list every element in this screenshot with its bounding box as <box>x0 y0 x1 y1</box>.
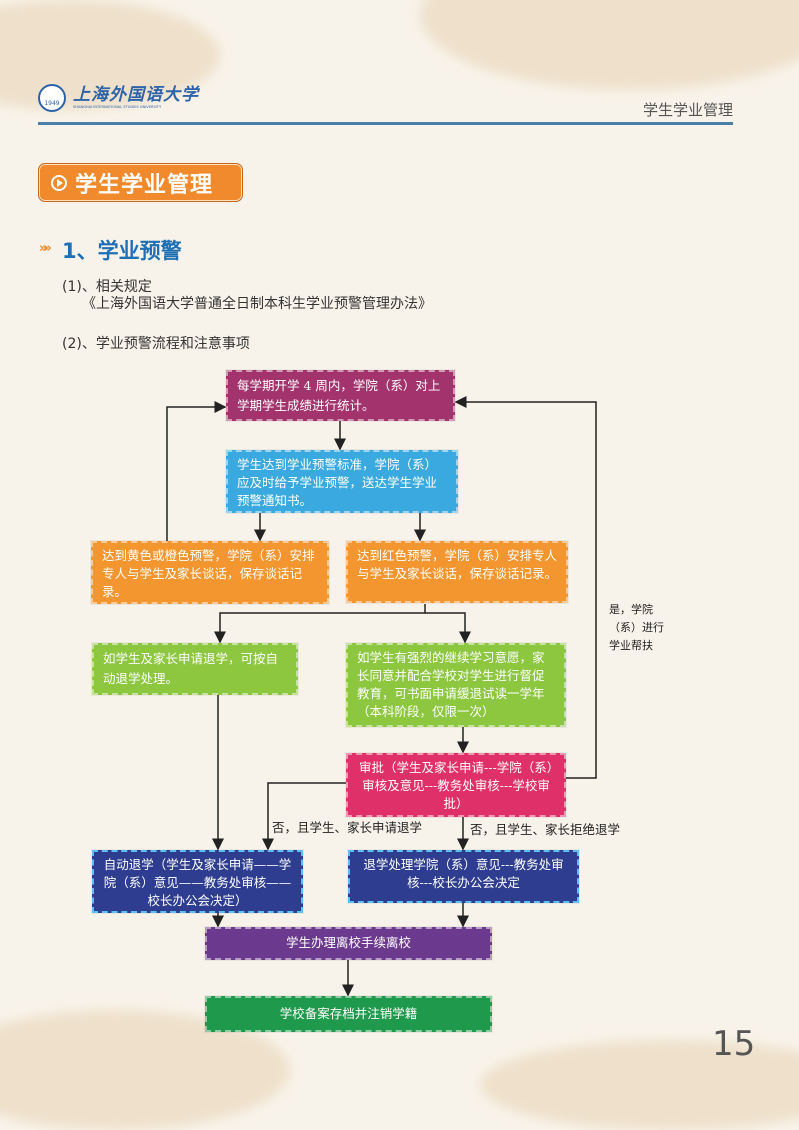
item-related-rules: (1)、相关规定 <box>62 279 152 295</box>
flow-step-archive: 学校备案存档并注销学籍 <box>204 995 493 1033</box>
play-circle-icon <box>51 174 67 191</box>
logo-subtext: SHANGHAI INTERNATIONAL STUDIES UNIVERSIT… <box>73 105 162 109</box>
flow-step-apply-withdrawal: 如学生及家长申请退学，可按自动退学处理。 <box>91 642 299 696</box>
flow-step-approval: 审批（学生及家长申请---学院（系）审核及意见---教务处审核---学校审批） <box>345 752 567 818</box>
section-heading: 1、学业预警 <box>62 239 182 263</box>
flow-step-semester-statistics: 每学期开学 4 周内，学院（系）对上学期学生成绩进行统计。 <box>225 369 456 422</box>
header-divider <box>38 122 733 125</box>
flow-step-issue-warning: 学生达到学业预警标准，学院（系）应及时给予学业预警，送达学生学业预警通知书。 <box>225 449 459 514</box>
flow-connectors <box>166 396 597 997</box>
regulation-document: 《上海外国语大学普通全日制本科生学业预警管理办法》 <box>82 296 432 312</box>
logo-text: 上海外国语大学 <box>73 85 199 105</box>
label-no-apply: 否，且学生、家长申请退学 <box>272 820 423 835</box>
flow-step-red-warning: 达到红色预警，学院（系）安排专人与学生及家长谈话，保存谈话记录。 <box>345 540 569 604</box>
flow-step-auto-withdrawal: 自动退学（学生及家长申请——学院（系）意见——教务处审核——校长办公会决定） <box>91 849 304 914</box>
label-yes-support: 是，学院（系）进行学业帮扶 <box>609 603 664 652</box>
flow-step-leave-school: 学生办理离校手续离校 <box>204 926 493 961</box>
title-pill-label: 学生学业管理 <box>75 172 214 198</box>
flow-step-probation-request: 如学生有强烈的继续学习意愿，家长同意并配合学校对学生进行督促教育，可书面申请缓退… <box>345 642 567 728</box>
item-flow-heading: (2)、学业预警流程和注意事项 <box>62 336 250 352</box>
seal-icon: 1949 <box>38 84 66 112</box>
logo: 1949 上海外国语大学 SHANGHAI INTERNATIONAL STUD… <box>38 84 199 112</box>
flow-step-yellow-orange-warning: 达到黄色或橙色预警，学院（系）安排专人与学生及家长谈话，保存谈话记录。 <box>90 540 330 605</box>
title-pill: 学生学业管理 <box>38 163 243 202</box>
header-section-title: 学生学业管理 <box>642 101 733 119</box>
flow-step-withdrawal-processing: 退学处理学院（系）意见---教务处审核---校长办公会决定 <box>347 849 580 904</box>
page-number: 15 <box>712 1024 756 1064</box>
label-no-refuse: 否，且学生、家长拒绝退学 <box>470 822 621 837</box>
